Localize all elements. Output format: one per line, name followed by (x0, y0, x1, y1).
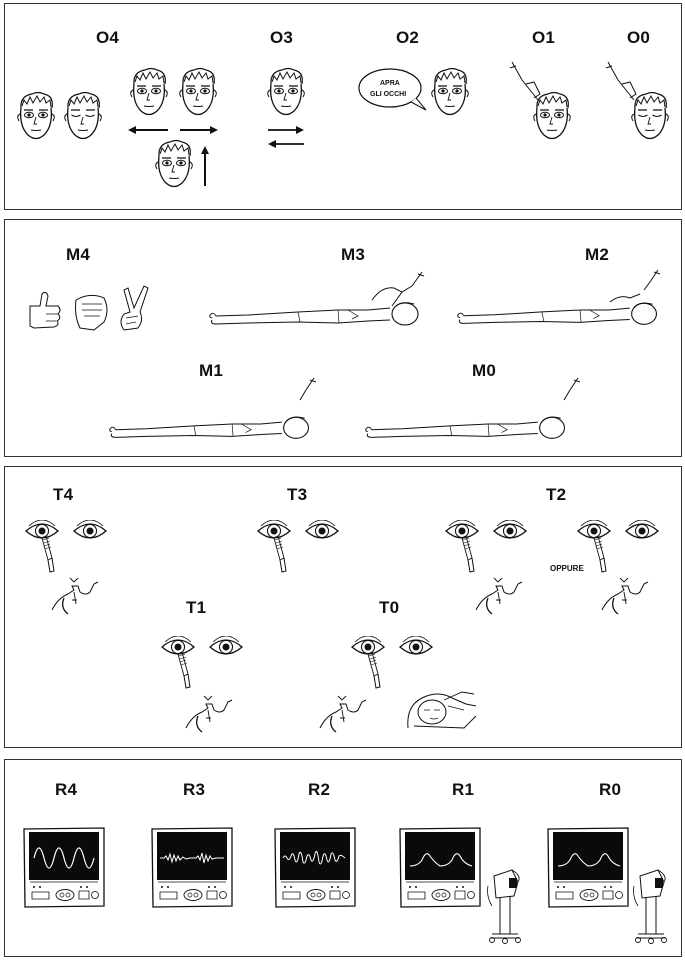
label-o0: O0 (627, 28, 651, 47)
face-icon (127, 66, 171, 120)
or-text: OPPURE (550, 564, 584, 573)
label-m3: M3 (341, 245, 366, 264)
hand-pinch-icon (284, 376, 324, 416)
hand-pinch-icon (600, 268, 666, 318)
profile-face-icon (184, 694, 234, 734)
label-m1: M1 (199, 361, 224, 380)
label-o1: O1 (532, 28, 556, 47)
monitor-icon (273, 826, 357, 908)
brainstem-reflex-panel (4, 466, 682, 748)
eye-icon (304, 520, 340, 542)
label-t0: T0 (379, 598, 400, 617)
monitor-icon (398, 826, 482, 908)
profile-face-icon (318, 694, 368, 734)
label-m2: M2 (585, 245, 610, 264)
eye-icon (208, 636, 244, 658)
eye-icon (398, 636, 434, 658)
speech-bubble-icon (356, 66, 428, 114)
monitor-icon (546, 826, 630, 908)
face-icon (264, 66, 308, 120)
hand-pinch-icon (362, 270, 432, 320)
label-m0: M0 (472, 361, 497, 380)
profile-face-icon (50, 576, 100, 616)
ventilator-icon (484, 866, 524, 944)
label-r2: R2 (308, 780, 331, 799)
penlight-icon (458, 534, 478, 574)
arrow-icon (268, 126, 304, 148)
hand-pinch-icon (548, 376, 588, 416)
label-r0: R0 (599, 780, 622, 799)
arrow-icon (128, 126, 218, 192)
label-t1: T1 (186, 598, 207, 617)
eye-icon (624, 520, 660, 542)
label-t4: T4 (53, 485, 74, 504)
label-t2: T2 (546, 485, 567, 504)
eye-icon (72, 520, 108, 542)
hand-pinch-icon (604, 60, 644, 106)
lying-body-icon (364, 404, 574, 444)
label-r3: R3 (183, 780, 206, 799)
monitor-icon (22, 826, 106, 908)
penlight-icon (364, 650, 384, 690)
profile-face-icon (474, 576, 524, 616)
label-o2: O2 (396, 28, 420, 47)
ventilator-icon (630, 866, 670, 944)
eye-response-panel (4, 3, 682, 210)
speech-line-1: APRA (380, 80, 400, 87)
label-m4: M4 (66, 245, 91, 264)
thumbs-up-icon (24, 288, 64, 332)
monitor-icon (150, 826, 234, 908)
face-icon (14, 90, 58, 144)
penlight-icon (590, 534, 610, 574)
face-icon (176, 66, 220, 120)
fist-icon (72, 290, 110, 332)
hand-pinch-icon (508, 60, 548, 106)
peace-sign-icon (112, 284, 156, 334)
face-icon (428, 66, 472, 120)
lying-head-icon (404, 676, 480, 736)
penlight-icon (174, 650, 194, 690)
eye-icon (492, 520, 528, 542)
profile-face-icon (600, 576, 650, 616)
label-r1: R1 (452, 780, 475, 799)
label-o3: O3 (270, 28, 294, 47)
motor-response-panel (4, 219, 682, 457)
speech-line-2: GLI OCCHI (370, 91, 407, 98)
label-r4: R4 (55, 780, 78, 799)
penlight-icon (38, 534, 58, 574)
label-o4: O4 (96, 28, 120, 47)
label-t3: T3 (287, 485, 308, 504)
face-icon (61, 90, 105, 144)
penlight-icon (270, 534, 290, 574)
